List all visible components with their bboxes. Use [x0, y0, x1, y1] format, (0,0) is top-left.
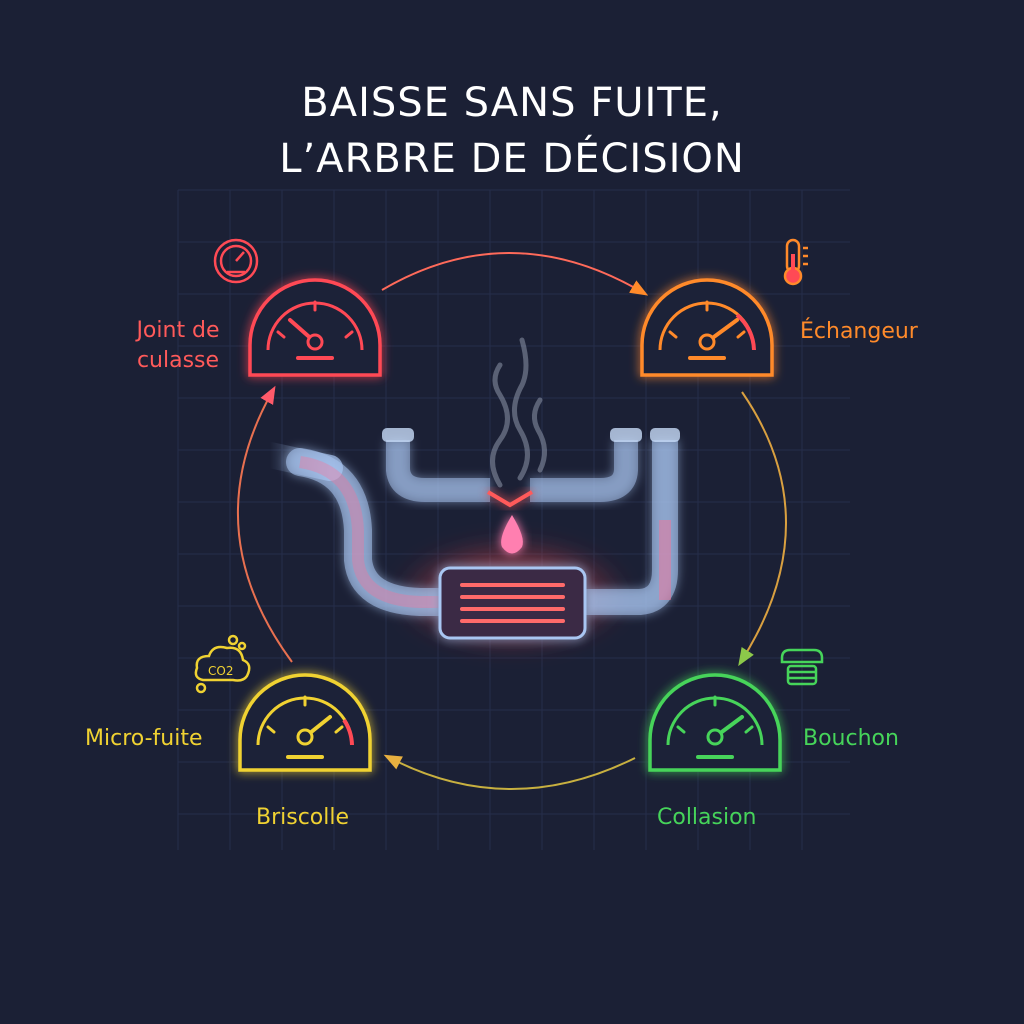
title-line-2: L’ARBRE DE DÉCISION	[279, 136, 745, 182]
label-micro-leak: Micro-fuite	[85, 726, 203, 751]
upper-manifold	[386, 440, 638, 502]
label-head-gasket: Joint de culasse	[123, 316, 233, 376]
gauge-micro-leak	[238, 673, 372, 772]
gauge-cap	[648, 673, 782, 772]
co2-label: CO2	[208, 664, 233, 678]
label-head-gasket-line2: culasse	[136, 348, 220, 373]
heater-core	[438, 566, 587, 640]
label-head-gasket-line1: Joint de	[136, 318, 220, 343]
arrow-cap-to-micro-leak	[383, 754, 636, 790]
gauge-icon	[213, 238, 259, 284]
cooling-system-illustration	[257, 337, 680, 655]
gauge-exchanger	[640, 278, 774, 377]
label-cap-sub: Collasion	[657, 805, 757, 830]
label-exchanger: Échangeur	[800, 319, 918, 344]
radiator-cap-icon	[780, 648, 824, 686]
label-cap: Bouchon	[803, 726, 899, 751]
thermometer-icon	[783, 238, 808, 286]
co2-cloud-icon: CO2	[194, 634, 251, 694]
cycle-arrows	[236, 252, 787, 790]
gauge-head-gasket	[248, 278, 382, 377]
arrow-gasket-to-exchanger	[381, 252, 649, 296]
title-line-1: BAISSE SANS FUITE,	[301, 80, 723, 126]
lower-pipe	[286, 448, 454, 616]
steam	[490, 337, 547, 488]
arrow-micro-leak-to-gasket	[236, 385, 293, 663]
label-micro-leak-sub: Briscolle	[256, 805, 350, 830]
arrow-exchanger-to-cap	[738, 391, 787, 667]
coolant-drop	[501, 515, 523, 554]
